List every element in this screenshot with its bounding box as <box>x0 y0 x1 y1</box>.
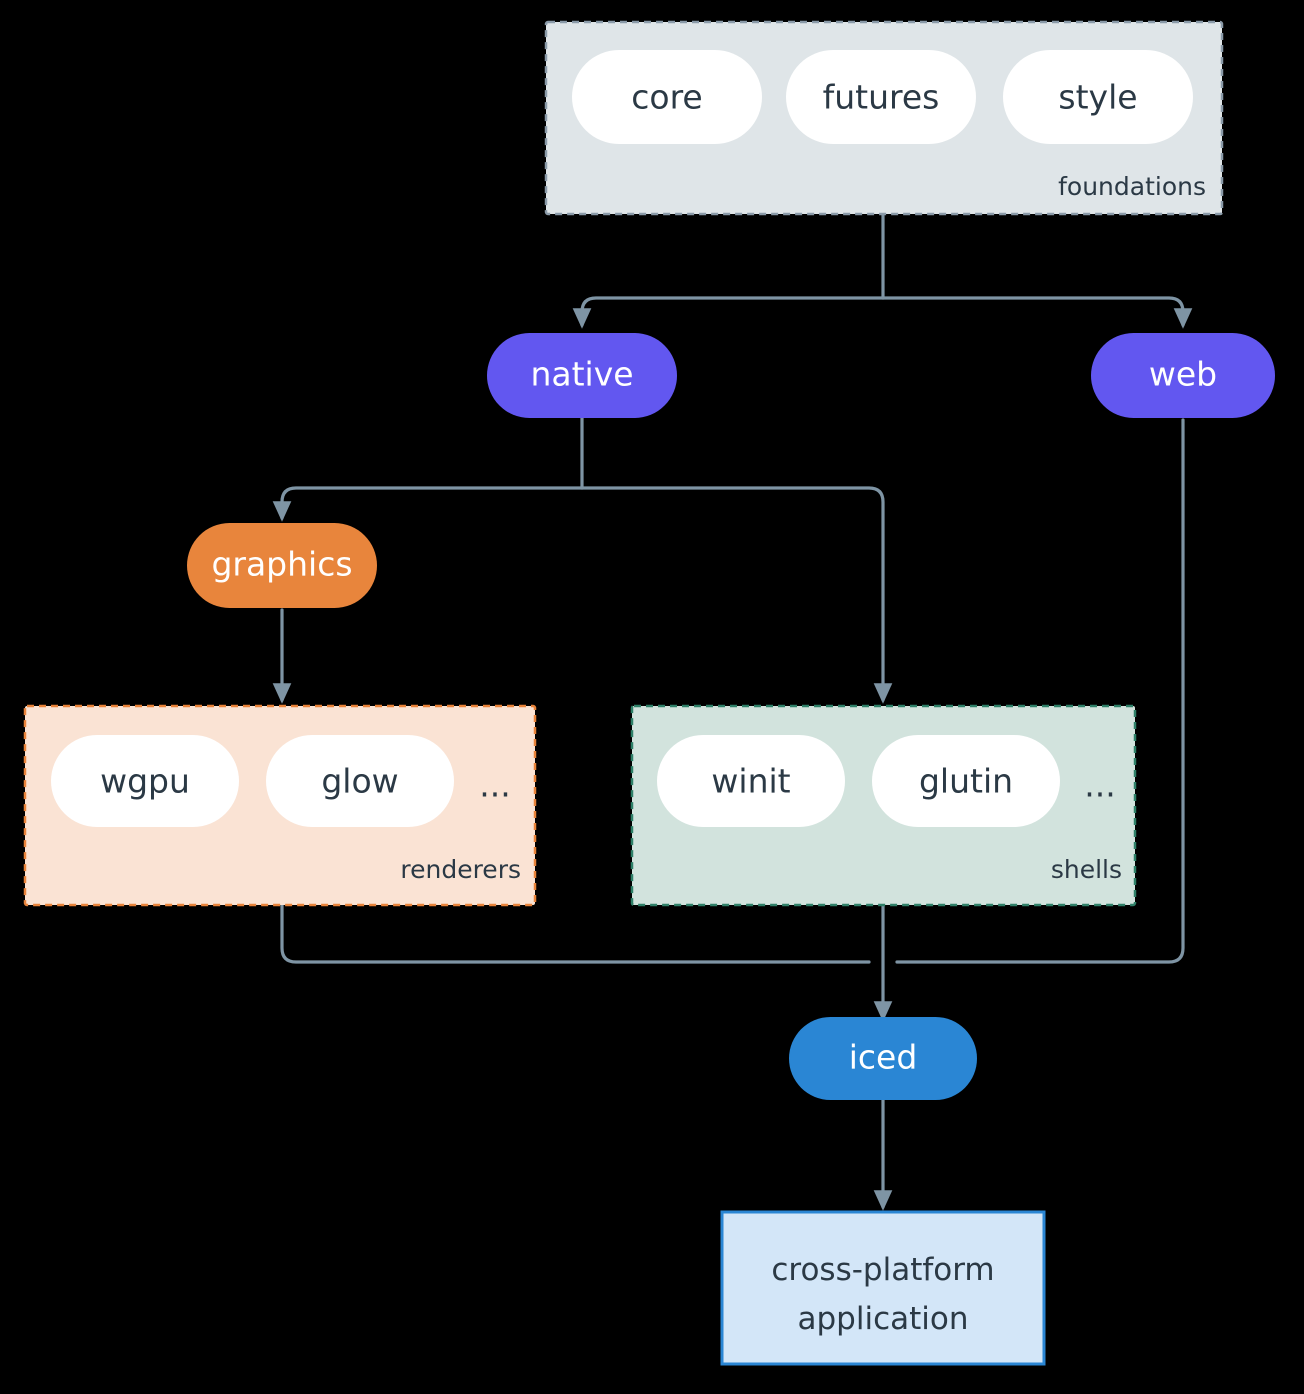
edge-layer <box>272 213 1193 1211</box>
node-glutin-shape[interactable] <box>872 735 1060 827</box>
node-application[interactable]: cross-platform application <box>720 1210 1046 1366</box>
node-winit-shape[interactable] <box>657 735 845 827</box>
node-application-shape[interactable] <box>720 1210 1046 1366</box>
cluster-foundations-label: foundations <box>1058 172 1206 201</box>
node-graphics[interactable]: graphics <box>187 523 377 608</box>
node-style-label: style <box>1058 78 1137 117</box>
node-glow[interactable]: glow <box>266 735 454 827</box>
cluster-renderers: wgpu glow ... renderers <box>23 704 537 907</box>
edge-foundations-to-native <box>572 296 885 329</box>
node-wgpu-shape[interactable] <box>51 735 239 827</box>
node-native-shape[interactable] <box>487 333 677 418</box>
node-web-shape[interactable] <box>1091 333 1275 418</box>
renderers-ellipsis: ... <box>479 766 510 805</box>
node-web[interactable]: web <box>1091 333 1275 418</box>
node-futures[interactable]: futures <box>786 50 976 144</box>
edge-foundations-to-web <box>881 296 1193 329</box>
node-application-label-line2: application <box>798 1301 969 1337</box>
node-futures-shape[interactable] <box>786 50 976 144</box>
node-winit-label: winit <box>711 762 790 801</box>
node-native[interactable]: native <box>487 333 677 418</box>
node-glow-shape[interactable] <box>266 735 454 827</box>
node-core-label: core <box>631 78 702 117</box>
cluster-foundations: core futures style foundations <box>544 20 1224 216</box>
node-glutin-label: glutin <box>919 762 1013 801</box>
node-iced[interactable]: iced <box>789 1017 977 1100</box>
edge-native-to-shells <box>580 486 893 704</box>
node-futures-label: futures <box>823 78 940 117</box>
node-native-label: native <box>530 355 633 394</box>
cluster-renderers-label: renderers <box>400 855 521 884</box>
node-core[interactable]: core <box>572 50 762 144</box>
node-wgpu-label: wgpu <box>100 762 190 801</box>
node-iced-shape[interactable] <box>789 1017 977 1100</box>
node-style-shape[interactable] <box>1003 50 1193 144</box>
node-style[interactable]: style <box>1003 50 1193 144</box>
edge-native-to-graphics <box>272 486 584 522</box>
node-wgpu[interactable]: wgpu <box>51 735 239 827</box>
node-graphics-label: graphics <box>211 545 352 584</box>
node-web-label: web <box>1149 355 1217 394</box>
node-glutin[interactable]: glutin <box>872 735 1060 827</box>
edge-renderers-to-iced <box>280 903 871 964</box>
cluster-shells: winit glutin ... shells <box>630 704 1137 907</box>
node-graphics-shape[interactable] <box>187 523 377 608</box>
node-iced-label: iced <box>849 1038 918 1077</box>
node-application-label-line1: cross-platform <box>771 1252 994 1288</box>
node-glow-label: glow <box>321 762 398 801</box>
shells-ellipsis: ... <box>1084 766 1115 805</box>
node-winit[interactable]: winit <box>657 735 845 827</box>
edge-web-to-iced <box>895 418 1185 964</box>
cluster-shells-label: shells <box>1051 855 1122 884</box>
node-core-shape[interactable] <box>572 50 762 144</box>
